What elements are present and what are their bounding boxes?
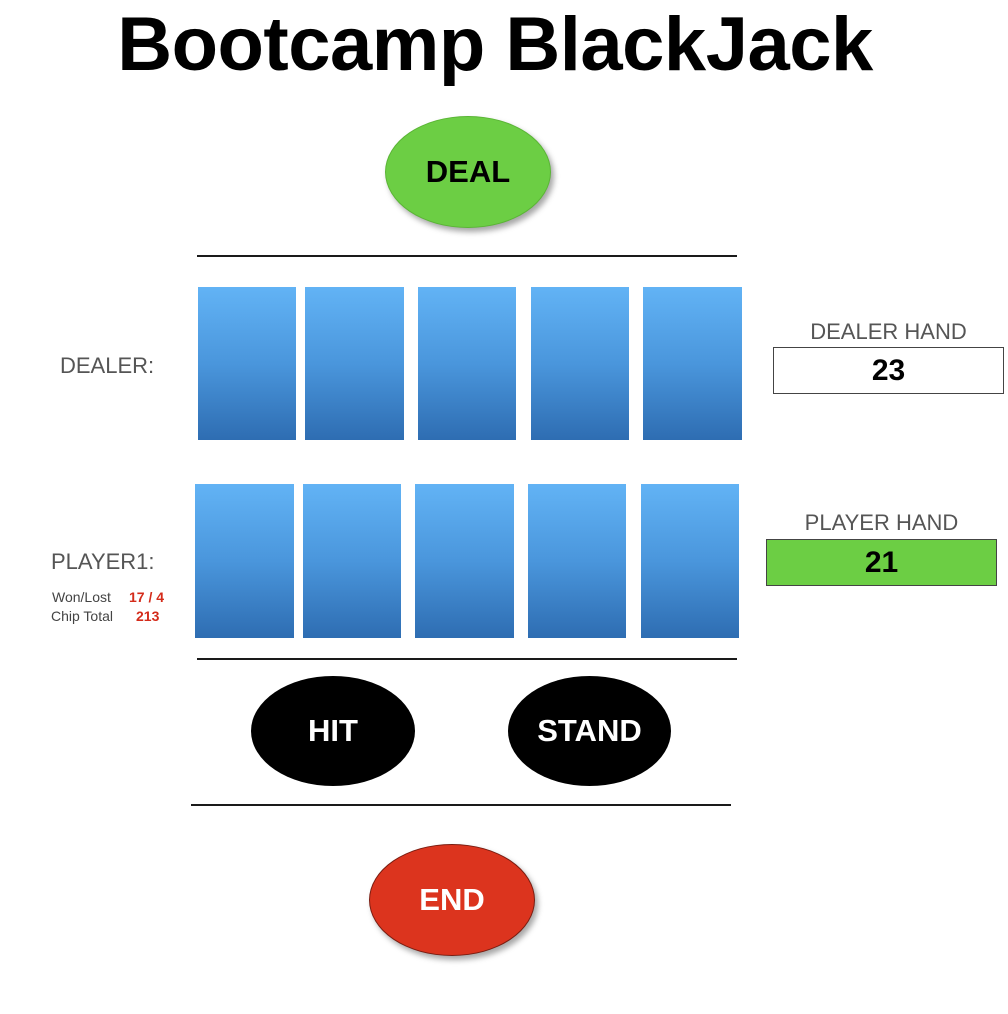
player-card-4: [528, 484, 626, 638]
dealer-card-2: [305, 287, 404, 440]
dealer-card-4: [531, 287, 629, 440]
dealer-hand-value: 23: [773, 347, 1004, 394]
dealer-label: DEALER:: [60, 353, 155, 378]
chip-total-label: Chip Total: [51, 608, 114, 624]
player-hand-value: 21: [766, 539, 997, 586]
dealer-card-3: [418, 287, 516, 440]
divider-bottom: [191, 804, 731, 806]
deal-button[interactable]: DEAL: [385, 116, 551, 228]
player-card-1: [195, 484, 294, 638]
won-lost-value: 17 / 4: [129, 589, 165, 605]
won-lost-label: Won/Lost: [52, 589, 111, 605]
page-title: Bootcamp BlackJack: [117, 2, 873, 87]
player-card-5: [641, 484, 739, 638]
divider-top: [197, 255, 737, 257]
divider-middle: [197, 658, 737, 660]
dealer-card-5: [643, 287, 742, 440]
player-hand-label: PLAYER HAND: [804, 510, 959, 535]
hit-button[interactable]: HIT: [251, 676, 415, 786]
dealer-hand-label: DEALER HAND: [810, 319, 967, 344]
dealer-card-1: [198, 287, 296, 440]
stand-button[interactable]: STAND: [508, 676, 671, 786]
end-button[interactable]: END: [369, 844, 535, 956]
player-label: PLAYER1:: [51, 549, 155, 574]
chip-total-value: 213: [136, 608, 160, 624]
player-card-3: [415, 484, 514, 638]
player-card-2: [303, 484, 401, 638]
